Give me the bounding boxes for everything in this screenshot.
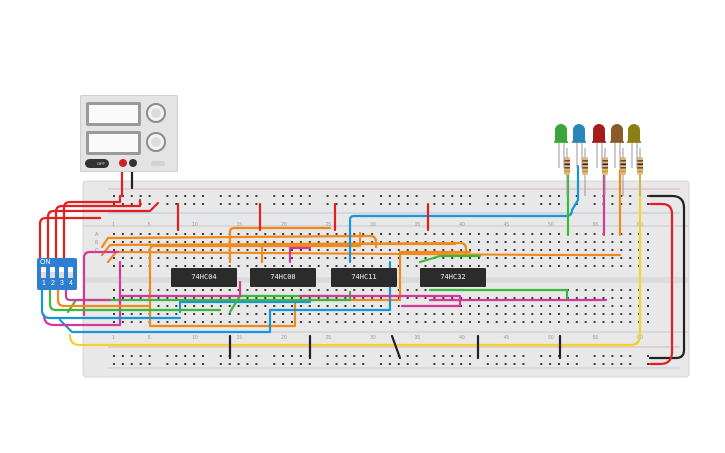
wires[interactable] bbox=[38, 164, 686, 366]
resistor-band bbox=[637, 160, 643, 162]
led-rim bbox=[592, 141, 606, 143]
led-body[interactable] bbox=[611, 124, 623, 142]
resistor-band bbox=[602, 163, 608, 166]
led-body[interactable] bbox=[573, 124, 585, 142]
column-number: 20 bbox=[281, 222, 287, 228]
positive-terminal[interactable] bbox=[119, 159, 127, 167]
dip-switch[interactable]: ON 1 2 3 4 bbox=[37, 258, 77, 290]
resistor-band bbox=[602, 167, 608, 169]
voltage-knob[interactable] bbox=[146, 103, 166, 123]
dip-toggle-4[interactable] bbox=[68, 267, 73, 278]
resistor-band bbox=[637, 170, 643, 173]
row-letter: A bbox=[95, 232, 99, 238]
resistor-band bbox=[564, 163, 570, 166]
led-body[interactable] bbox=[628, 124, 640, 142]
resistor-band bbox=[620, 170, 626, 173]
resistor-band bbox=[564, 160, 570, 162]
column-number: 5 bbox=[148, 335, 151, 341]
dip-number-2: 2 bbox=[51, 280, 55, 287]
dip-toggle-1[interactable] bbox=[41, 267, 46, 278]
column-number: 35 bbox=[415, 335, 421, 341]
dip-number-4: 4 bbox=[69, 280, 73, 287]
row-letter: B bbox=[95, 240, 99, 246]
column-number: 15 bbox=[237, 222, 243, 228]
chip-74hc08[interactable]: 74HC08 bbox=[250, 268, 316, 287]
resistor-band bbox=[582, 167, 588, 169]
column-number: 15 bbox=[237, 335, 243, 341]
resistor-band bbox=[564, 167, 570, 169]
led-body[interactable] bbox=[555, 124, 567, 142]
resistor-band bbox=[620, 163, 626, 166]
leds[interactable] bbox=[554, 124, 641, 168]
resistor-band bbox=[637, 163, 643, 166]
led-body[interactable] bbox=[593, 124, 605, 142]
resistors[interactable] bbox=[564, 148, 643, 196]
column-number: 1 bbox=[112, 222, 115, 228]
resistor-band bbox=[602, 170, 608, 173]
led-rim bbox=[627, 141, 641, 143]
column-number: 50 bbox=[548, 335, 554, 341]
dip-number-1: 1 bbox=[42, 280, 46, 287]
resistor-band bbox=[582, 170, 588, 173]
column-number: 30 bbox=[370, 222, 376, 228]
resistor-body[interactable] bbox=[582, 157, 588, 175]
column-number: 40 bbox=[459, 222, 465, 228]
resistor-band bbox=[637, 167, 643, 169]
dip-toggle-2[interactable] bbox=[50, 267, 55, 278]
resistor-band bbox=[564, 170, 570, 173]
column-number: 10 bbox=[192, 335, 198, 341]
voltage-display bbox=[86, 102, 141, 126]
column-number: 45 bbox=[504, 222, 510, 228]
resistor-band bbox=[582, 163, 588, 166]
resistor-band bbox=[620, 160, 626, 162]
resistor-body[interactable] bbox=[602, 157, 608, 175]
column-number: 55 bbox=[593, 222, 599, 228]
column-number: 10 bbox=[192, 222, 198, 228]
column-number: 55 bbox=[593, 335, 599, 341]
power-switch-label: OFF bbox=[97, 161, 105, 166]
column-number: 25 bbox=[326, 222, 332, 228]
column-number: 30 bbox=[370, 335, 376, 341]
chip-74hc11[interactable]: 74HC11 bbox=[331, 268, 397, 287]
dip-toggle-3[interactable] bbox=[59, 267, 64, 278]
resistor-body[interactable] bbox=[637, 157, 643, 175]
column-number: 5 bbox=[148, 222, 151, 228]
led-rim bbox=[610, 141, 624, 143]
chip-74hc04[interactable]: 74HC04 bbox=[171, 268, 237, 287]
led-rim bbox=[554, 141, 568, 143]
column-number: 45 bbox=[504, 335, 510, 341]
current-knob[interactable] bbox=[146, 132, 166, 152]
dip-number-3: 3 bbox=[60, 280, 64, 287]
chip-74hc32[interactable]: 74HC32 bbox=[420, 268, 486, 287]
dip-on-label: ON bbox=[40, 259, 51, 266]
led-rim bbox=[572, 141, 586, 143]
column-number: 40 bbox=[459, 335, 465, 341]
current-display bbox=[86, 131, 141, 155]
power-supply[interactable]: OFF bbox=[80, 95, 178, 172]
negative-terminal[interactable] bbox=[129, 159, 137, 167]
resistor-band bbox=[620, 167, 626, 169]
column-number: 50 bbox=[548, 222, 554, 228]
column-number: 25 bbox=[326, 335, 332, 341]
resistor-band bbox=[602, 160, 608, 162]
column-number: 1 bbox=[112, 335, 115, 341]
resistor-body[interactable] bbox=[620, 157, 626, 175]
resistor-body[interactable] bbox=[564, 157, 570, 175]
power-switch[interactable]: OFF bbox=[85, 159, 109, 168]
vent bbox=[151, 161, 165, 166]
column-number: 20 bbox=[281, 335, 287, 341]
column-number: 35 bbox=[415, 222, 421, 228]
resistor-band bbox=[582, 160, 588, 162]
